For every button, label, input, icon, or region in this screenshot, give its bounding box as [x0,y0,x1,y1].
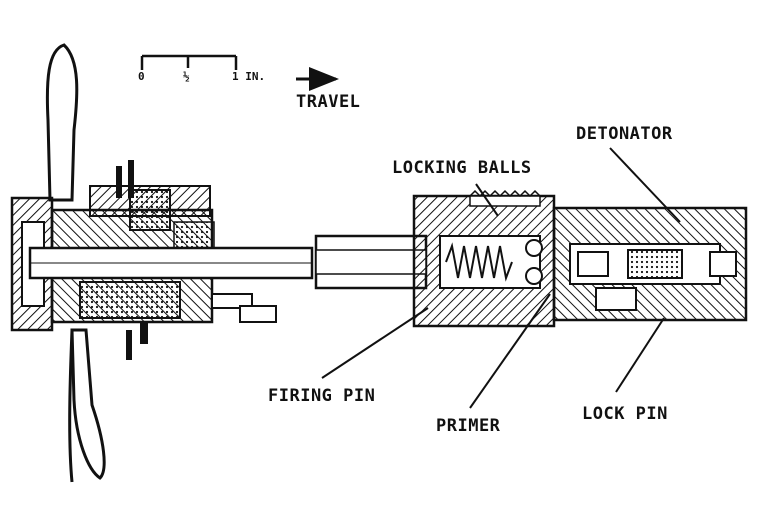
label-locking-balls: LOCKING BALLS [392,158,532,178]
leader-lock-pin [615,317,665,393]
label-firing-pin: FIRING PIN [268,386,376,406]
propeller-blade-top [45,43,79,202]
scale-label-zero: 0 [138,70,145,83]
firing-pin-spring [445,242,513,282]
label-detonator: DETONATOR [576,124,673,144]
label-primer: PRIMER [436,416,501,436]
scale-label-one-inch: 1 IN. [232,70,266,83]
leader-detonator [609,147,681,223]
locking-ball-bottom [525,267,543,285]
locking-ball-top [525,239,543,257]
travel-label: TRAVEL [296,92,361,112]
propeller-blade-bottom [70,328,106,480]
leader-locking-balls [475,183,499,217]
leader-primer [469,293,551,409]
lock-pin [595,287,637,311]
leader-firing-pin [321,307,429,379]
detonator-charge [627,249,683,279]
scale-label-half: ½ [183,70,190,83]
label-lock-pin: LOCK PIN [582,404,668,424]
scale-bar [140,54,238,70]
